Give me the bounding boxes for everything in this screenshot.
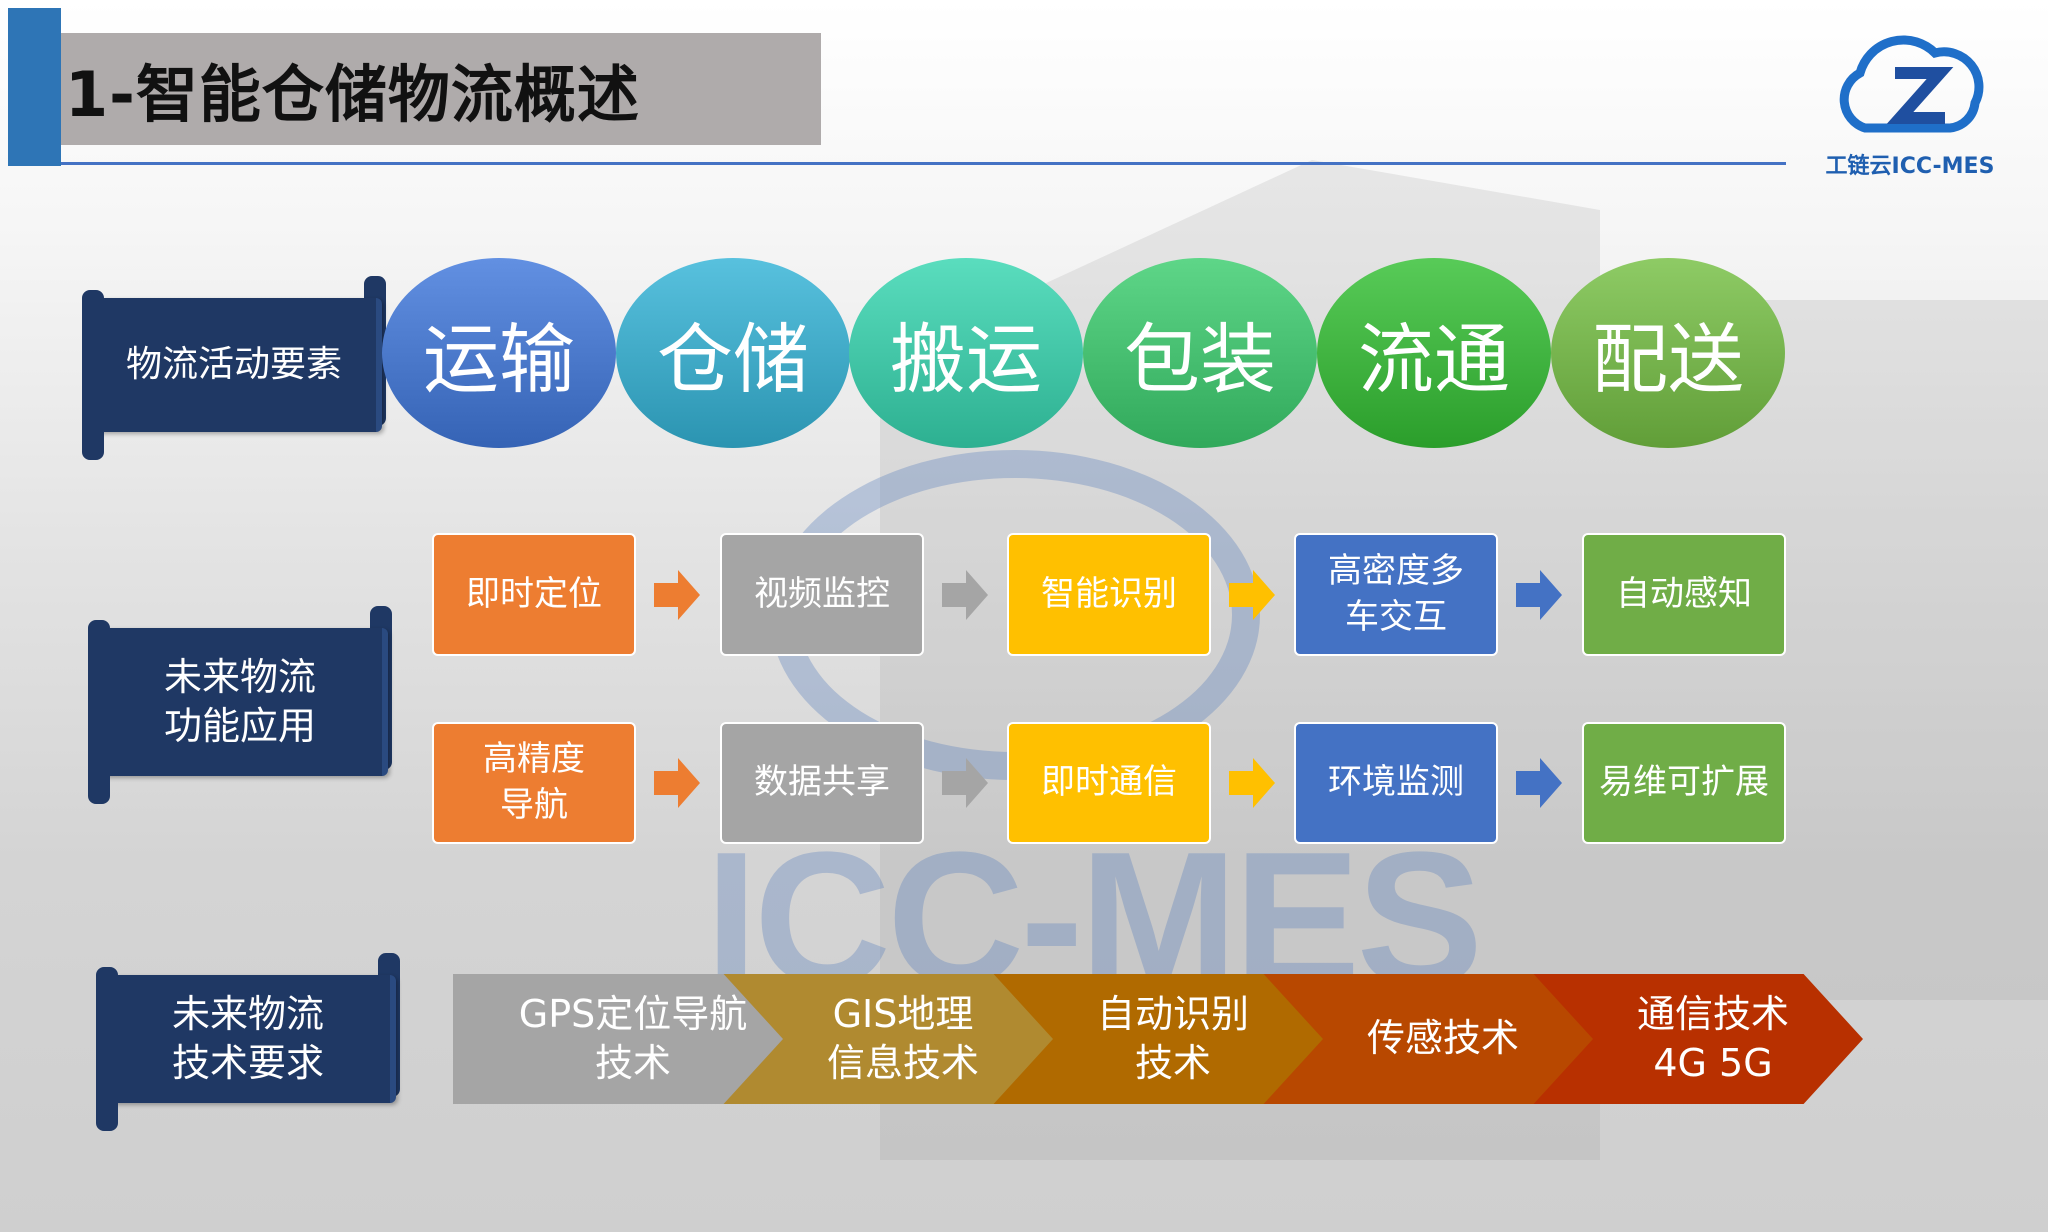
tech-chevron: GPS定位导航 技术 [453,974,783,1104]
right-arrow-icon [654,569,700,620]
title-accent-bar [8,8,61,166]
element-circle: 仓储 [616,258,850,448]
title-divider [61,162,1786,165]
element-circle: 流通 [1317,258,1551,448]
right-arrow-icon [1516,758,1562,808]
scroll-label-tech-req: 未来物流 技术要求 [96,953,400,1131]
scroll-label-future-apps: 未来物流 功能应用 [88,606,392,804]
app-box: 即时通信 [1007,722,1211,844]
app-box: 视频监控 [720,533,924,656]
app-box: 高密度多 车交互 [1294,533,1498,656]
app-box: 数据共享 [720,722,924,844]
right-arrow-icon [942,758,988,808]
scroll-label-elements: 物流活动要素 [82,276,386,460]
right-arrow-icon [1229,569,1275,620]
element-circle: 运输 [382,258,616,448]
right-arrow-icon [1516,569,1562,620]
right-arrow-icon [654,758,700,808]
right-arrow-icon [1229,758,1275,808]
element-circle: 配送 [1551,258,1785,448]
app-box: 即时定位 [432,533,636,656]
app-box: 环境监测 [1294,722,1498,844]
element-circle: 搬运 [849,258,1083,448]
logo-text: 工链云ICC-MES [1825,154,1995,179]
app-box: 自动感知 [1582,533,1786,656]
logo: 工链云ICC-MES [1815,28,2005,179]
app-box: 智能识别 [1007,533,1211,656]
title-box: 1-智能仓储物流概述 [61,33,821,145]
right-arrow-icon [942,569,988,620]
app-box: 高精度 导航 [432,722,636,844]
page-title: 1-智能仓储物流概述 [65,58,640,131]
cloud-logo-icon [1839,35,1984,133]
element-circle: 包装 [1083,258,1317,448]
app-box: 易维可扩展 [1582,722,1786,844]
